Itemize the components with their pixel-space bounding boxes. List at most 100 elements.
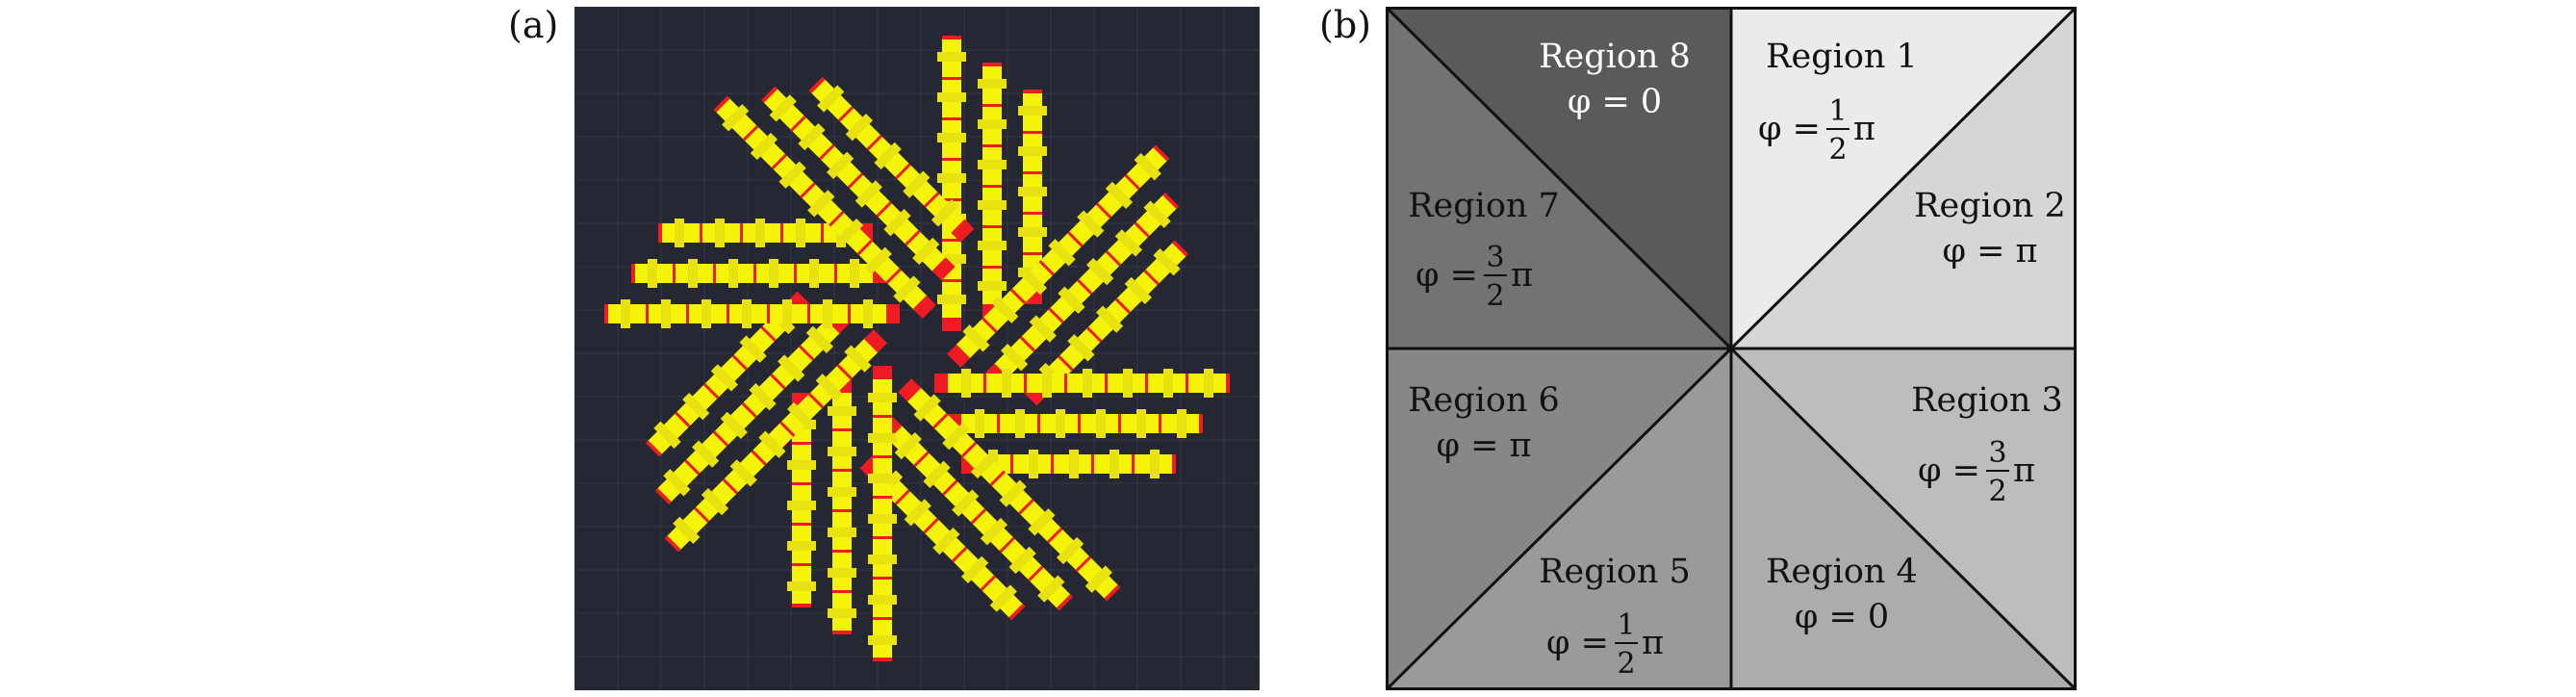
element-tab — [942, 423, 970, 451]
element-bar — [808, 76, 975, 243]
element-segment — [886, 425, 931, 468]
element-tab — [701, 299, 711, 328]
element-divider — [752, 264, 756, 283]
element-tab — [864, 246, 892, 274]
element-tab — [978, 200, 1007, 210]
element-segment — [847, 299, 888, 328]
element-segment — [761, 86, 804, 130]
element-divider — [740, 401, 757, 419]
element-divider — [960, 441, 978, 458]
element-segment — [905, 386, 950, 430]
element-divider — [730, 354, 748, 372]
element-tab — [786, 401, 815, 430]
element-segment — [1030, 567, 1073, 611]
element-tab — [937, 52, 966, 62]
element-tab — [828, 608, 856, 618]
element-bar — [654, 310, 850, 504]
element-segment — [1116, 269, 1160, 312]
element-divider — [699, 223, 702, 243]
element-tab — [868, 393, 897, 402]
element-tab — [787, 541, 816, 551]
element-segment — [1088, 297, 1132, 341]
region-5-phase-suffix: π — [1642, 624, 1664, 662]
element-tab — [769, 94, 797, 122]
element-divider — [875, 200, 892, 218]
element-divider — [997, 414, 1001, 433]
element-segment — [828, 593, 856, 634]
element-segment — [1040, 409, 1082, 438]
element-tab — [1037, 575, 1065, 603]
element-divider — [1145, 374, 1149, 393]
region-7-frac-den: 2 — [1486, 279, 1504, 313]
element-segment — [865, 134, 909, 177]
element-divider — [982, 63, 1002, 66]
element-end-cap — [912, 295, 936, 319]
element-divider — [1023, 90, 1042, 93]
element-divider — [761, 86, 778, 103]
element-tab — [710, 364, 739, 392]
element-bar — [947, 144, 1170, 368]
element-tab — [796, 219, 805, 247]
element-divider — [1009, 288, 1027, 305]
element-divider — [1067, 230, 1084, 247]
element-segment — [954, 548, 997, 592]
element-segment — [959, 409, 1001, 438]
element-segment — [937, 157, 966, 198]
element-tab — [807, 190, 835, 218]
element-segment — [904, 229, 948, 272]
element-tab — [868, 433, 897, 443]
element-bar — [664, 329, 887, 553]
element-segment — [1108, 369, 1149, 398]
element-tab — [868, 635, 897, 645]
element-segment — [1069, 201, 1112, 245]
element-tab — [1048, 239, 1076, 267]
element-divider — [1077, 278, 1094, 296]
element-tab — [868, 595, 897, 605]
element-divider — [1153, 144, 1170, 162]
element-segment — [693, 480, 736, 524]
diagonal-divider-2 — [1386, 7, 2077, 690]
element-bar — [713, 95, 936, 319]
element-segment — [991, 472, 1035, 516]
element-tab — [893, 275, 921, 303]
element-divider — [1134, 220, 1151, 238]
element-segment — [978, 143, 1007, 185]
element-tab — [1096, 409, 1106, 438]
region-2-title: Region 2 — [1914, 187, 2066, 225]
element-divider — [712, 430, 729, 448]
element-divider — [645, 440, 662, 457]
element-tab — [769, 259, 778, 288]
element-divider — [799, 181, 816, 198]
element-segment — [740, 375, 784, 419]
element-segment — [1050, 278, 1094, 322]
element-divider — [750, 450, 767, 467]
element-array — [604, 36, 1230, 661]
element-segment — [835, 337, 880, 381]
element-divider — [820, 223, 824, 243]
element-tab — [1019, 267, 1048, 296]
element-segment — [787, 566, 816, 607]
element-tab — [937, 92, 966, 102]
region-5-title: Region 5 — [1539, 553, 1691, 591]
element-tab — [720, 411, 748, 440]
element-tab — [989, 584, 1017, 612]
element-segment — [1145, 240, 1189, 284]
element-tab — [1136, 409, 1146, 438]
region-3-phase-suffix: π — [2013, 452, 2035, 490]
element-tab — [975, 409, 984, 438]
element-tab — [1056, 536, 1084, 565]
element-segment — [1018, 211, 1047, 252]
element-segment — [1126, 144, 1170, 189]
element-segment — [1148, 369, 1189, 398]
element-tab — [817, 85, 845, 113]
element-segment — [847, 171, 890, 216]
element-end-cap — [947, 344, 971, 368]
element-bar — [658, 219, 873, 247]
element-tab — [978, 241, 1007, 250]
element-bar — [604, 299, 900, 328]
element-divider — [1047, 527, 1064, 544]
element-tab — [1143, 200, 1171, 228]
element-segment — [828, 553, 856, 594]
element-segment — [856, 239, 900, 282]
element-tab — [904, 499, 931, 527]
